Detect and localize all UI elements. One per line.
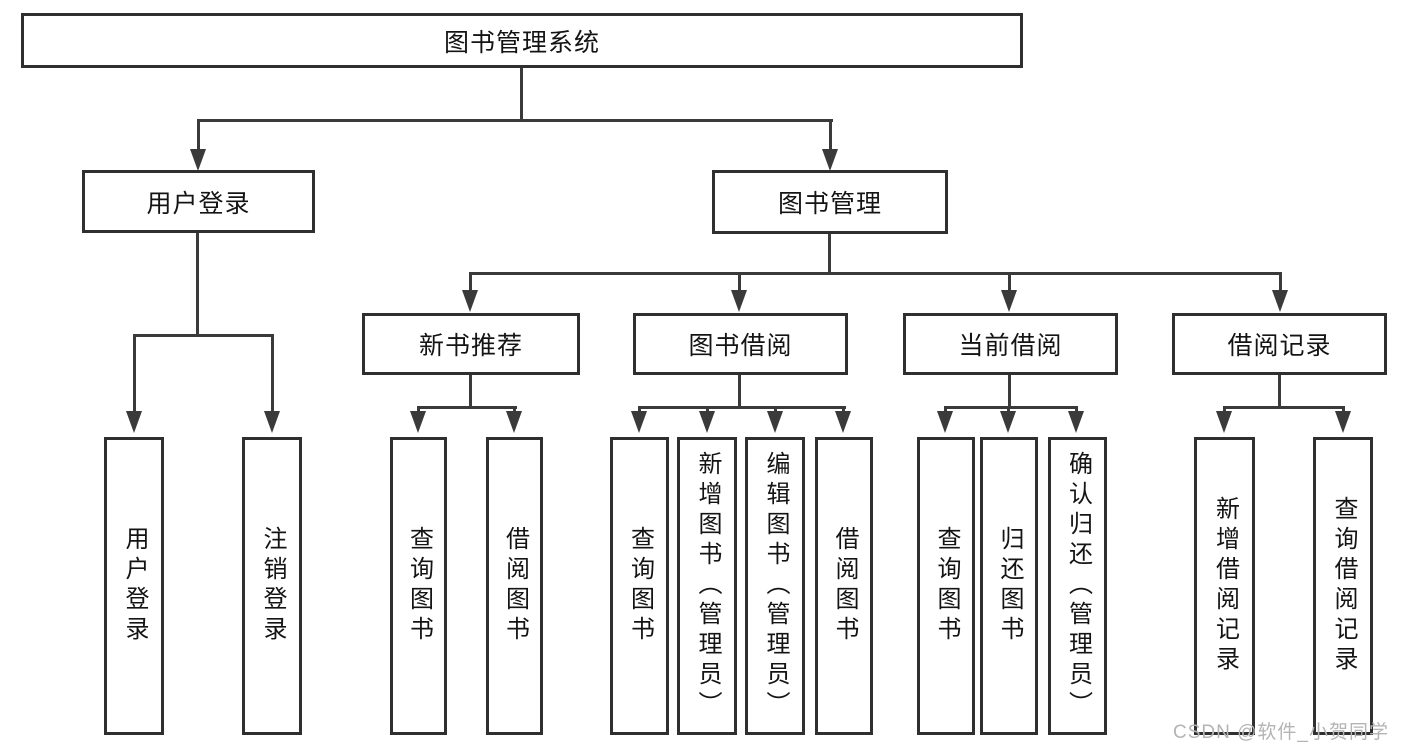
connector-arrow (937, 411, 953, 433)
connector-line (1008, 272, 1011, 292)
connector-arrow (699, 411, 715, 433)
leaf-return-book: 归还图书 (980, 437, 1038, 735)
leaf-query-book-2: 查询图书 (610, 437, 669, 735)
connector-line (469, 272, 472, 292)
connector-line (828, 234, 831, 274)
connector-line (1008, 375, 1011, 408)
connector-arrow (462, 290, 478, 312)
connector-arrow (1216, 411, 1232, 433)
connector-line (638, 406, 641, 414)
leaf-label: 用户登录 (121, 526, 148, 646)
leaf-query-borrow-record: 查询借阅记录 (1313, 437, 1373, 735)
node-user-login: 用户登录 (82, 170, 315, 233)
connector-arrow (1001, 290, 1017, 312)
connector-line (271, 334, 274, 413)
leaf-label: 注销登录 (259, 526, 286, 646)
leaf-query-book-3: 查询图书 (917, 437, 975, 735)
leaf-query-book-1: 查询图书 (390, 437, 447, 735)
connector-line (738, 375, 741, 408)
leaf-add-book-admin: 新增图书（管理员） (677, 437, 737, 735)
connector-line (1279, 272, 1282, 292)
leaf-label: 确认归还（管理员） (1064, 451, 1092, 721)
connector-line (417, 406, 420, 414)
connector-line (638, 406, 846, 409)
connector-line (1075, 406, 1078, 414)
leaf-confirm-return-admin: 确认归还（管理员） (1048, 437, 1107, 735)
connector-line (133, 334, 136, 413)
node-book-borrow: 图书借阅 (633, 313, 848, 375)
connector-line (469, 375, 472, 408)
watermark: CSDN @软件_小贺同学 (1173, 722, 1389, 743)
connector-arrow (731, 290, 747, 312)
connector-line (774, 406, 777, 414)
connector-line (197, 119, 200, 152)
connector-arrow (264, 411, 280, 433)
leaf-label: 借阅图书 (501, 526, 529, 646)
connector-line (469, 272, 1281, 275)
connector-arrow (1000, 411, 1016, 433)
node-book-management: 图书管理 (712, 170, 948, 234)
connector-arrow (767, 411, 783, 433)
connector-line (944, 406, 947, 414)
connector-arrow (835, 411, 851, 433)
connector-line (1278, 375, 1281, 408)
connector-line (706, 406, 709, 414)
connector-line (133, 334, 274, 337)
connector-line (520, 68, 523, 122)
connector-line (944, 406, 1078, 409)
leaf-label: 借阅图书 (831, 526, 858, 646)
leaf-user-login: 用户登录 (104, 437, 164, 735)
connector-line (1223, 406, 1226, 414)
leaf-label: 查询图书 (405, 526, 433, 646)
node-current-borrow: 当前借阅 (903, 313, 1118, 375)
connector-line (1007, 406, 1010, 414)
connector-line (829, 119, 832, 152)
connector-line (513, 406, 516, 414)
connector-line (842, 406, 845, 414)
connector-arrow (1272, 290, 1288, 312)
connector-line (417, 406, 517, 409)
connector-line (1342, 406, 1345, 414)
connector-arrow (1335, 411, 1351, 433)
leaf-add-borrow-record: 新增借阅记录 (1194, 437, 1255, 735)
leaf-label: 归还图书 (996, 526, 1023, 646)
connector-line (196, 233, 199, 336)
node-root: 图书管理系统 (21, 13, 1023, 68)
connector-arrow (410, 411, 426, 433)
leaf-borrow-book-1: 借阅图书 (486, 437, 543, 735)
connector-arrow (506, 411, 522, 433)
connector-arrow (126, 411, 142, 433)
leaf-label: 编辑图书（管理员） (762, 451, 789, 721)
leaf-label: 查询图书 (933, 526, 960, 646)
connector-line (1223, 406, 1345, 409)
leaf-label: 查询图书 (626, 526, 654, 646)
leaf-label: 新增借阅记录 (1211, 496, 1239, 676)
connector-arrow (190, 149, 206, 171)
node-new-book-recommend: 新书推荐 (362, 313, 580, 375)
connector-arrow (1068, 411, 1084, 433)
leaf-label: 新增图书（管理员） (694, 451, 721, 721)
connector-line (738, 272, 741, 292)
leaf-borrow-book-2: 借阅图书 (815, 437, 873, 735)
leaf-label: 查询借阅记录 (1330, 496, 1357, 676)
node-borrow-record: 借阅记录 (1172, 313, 1387, 375)
connector-line (197, 119, 833, 122)
leaf-logout: 注销登录 (242, 437, 302, 735)
connector-arrow (822, 149, 838, 171)
connector-arrow (631, 411, 647, 433)
leaf-edit-book-admin: 编辑图书（管理员） (745, 437, 805, 735)
